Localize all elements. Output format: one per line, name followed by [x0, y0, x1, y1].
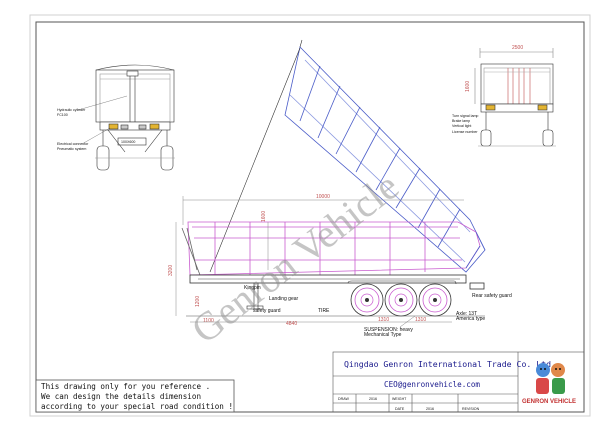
label-rear-safety-guard: Rear safety guard	[472, 293, 512, 299]
wheels	[347, 280, 457, 317]
rear-right-lamp	[149, 123, 160, 130]
wheel-3	[418, 283, 452, 317]
note-box	[35, 379, 235, 413]
label-safety-guard: safety guard	[253, 308, 281, 314]
tb-date-label: DATE	[395, 407, 405, 411]
note-line-1: This drawing only for you reference .	[41, 382, 210, 391]
wheel-1	[350, 283, 384, 317]
rear-label-electrical: Electrical connector	[57, 142, 89, 146]
tb-weight-label: WEIGHT	[392, 397, 407, 401]
outer-border	[29, 14, 591, 417]
title-block	[332, 351, 585, 413]
rv-label-turn: Turn signal lamp	[452, 114, 478, 118]
dim-1100: 1100	[203, 318, 214, 324]
inner-border	[35, 21, 585, 413]
rear-label-pneumatic: Pneumatic system	[57, 147, 86, 151]
rear-label-hydraulic: Hydraulic cylinder	[57, 108, 86, 112]
dim-height-3200: 3200	[168, 265, 174, 276]
dim-4840: 4840	[286, 321, 297, 327]
dim-side-1600: 1600	[465, 81, 471, 92]
rear-plate	[117, 137, 147, 146]
tb-draw-label: DRAW	[338, 397, 349, 401]
rear-plate-text: 100X600	[121, 140, 135, 144]
dim-1200: 1200	[195, 296, 201, 307]
genron-logo: GENRON VEHICLE	[522, 363, 576, 405]
tipped-body-outline	[284, 46, 486, 273]
note-line-3: according to your special road condition…	[41, 402, 233, 411]
label-america-type: America type	[456, 316, 485, 322]
label-kingpin: Kingpin	[244, 285, 261, 291]
wheel-2	[384, 283, 418, 317]
dim-width-2500: 2500	[512, 45, 523, 51]
tb-date-value: 2016	[426, 407, 434, 411]
tipping-cylinder	[209, 47, 301, 273]
rv-label-brake: Brake lamp	[452, 119, 470, 123]
dim-side-1600: 1600	[261, 211, 267, 222]
label-axle: Axle: 13T	[456, 311, 477, 317]
rv-label-license: License number	[452, 130, 478, 134]
note-line-2: We can design the details dimension	[41, 392, 201, 401]
company-name: Qingdao Genron International Trade Co. L…	[344, 359, 551, 369]
landing-gear	[246, 282, 264, 310]
tb-draw-value: 2016	[369, 397, 377, 401]
rear-label-hydraulic-sub: FC100	[57, 113, 68, 117]
side-view	[181, 221, 486, 290]
rear-view-right	[474, 48, 556, 147]
tipped-body	[284, 46, 486, 273]
rear-view	[95, 64, 175, 171]
dim-1310-a: 1310	[378, 317, 389, 323]
label-mechanical-type: Mechanical Type	[364, 332, 402, 338]
dim-1310-b: 1310	[415, 317, 426, 323]
tb-revision-label: REVISION	[462, 407, 480, 411]
label-suspension: SUSPENSION: heavy	[364, 327, 413, 333]
logo-text: GENRON VEHICLE	[522, 399, 576, 405]
rv-label-vertical: Vertical light	[452, 124, 471, 128]
label-tire: TIRE	[318, 308, 330, 314]
dim-length-10000: 10000	[316, 194, 330, 200]
company-email: CEO@genronvehicle.com	[384, 380, 480, 389]
label-landing-gear: Landing gear	[269, 296, 299, 302]
rear-left-lamp	[108, 123, 119, 130]
